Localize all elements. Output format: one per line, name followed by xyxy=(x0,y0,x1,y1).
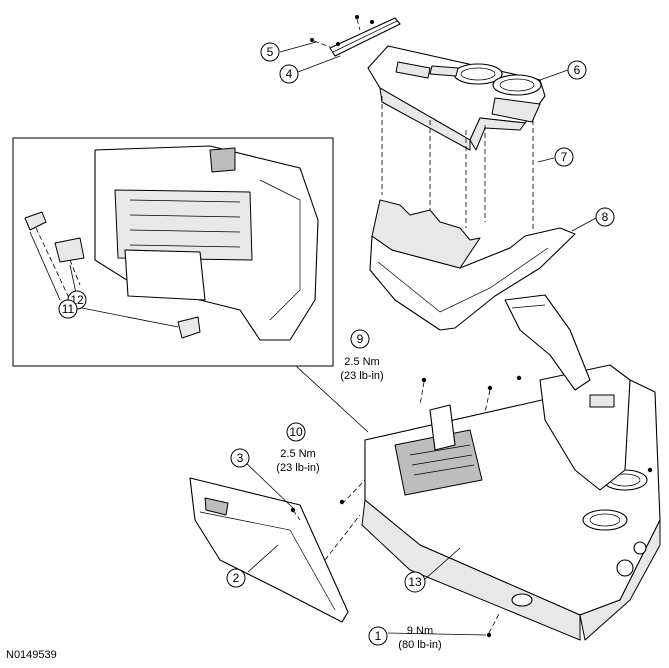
callout-label: 7 xyxy=(561,150,568,164)
torque-imperial-10: (23 lb-in) xyxy=(276,462,319,474)
torque-nm-10: 2.5 Nm xyxy=(280,448,315,460)
cup-holder-top xyxy=(367,45,546,151)
detail-inset xyxy=(12,137,334,367)
leader-lines xyxy=(29,41,597,636)
lower-console xyxy=(361,294,661,641)
callout-5: 5 xyxy=(260,42,280,62)
screws xyxy=(324,375,653,638)
callout-label: 6 xyxy=(574,63,581,77)
callout-8: 8 xyxy=(595,207,615,227)
callout-7: 7 xyxy=(554,147,574,167)
clip-part xyxy=(24,211,47,231)
callout-9: 9 2.5 Nm (23 lb-in) xyxy=(340,329,384,382)
callout-label: 10 xyxy=(289,425,303,439)
callout-label: 1 xyxy=(375,629,382,643)
callout-label: 4 xyxy=(286,67,293,81)
side-trim-panel xyxy=(189,477,349,623)
torque-nm-9: 2.5 Nm xyxy=(344,356,379,368)
callout-2: 2 xyxy=(226,568,246,588)
callout-label: 5 xyxy=(267,45,274,59)
figure-id: N0149539 xyxy=(6,649,57,661)
clip-part-lower xyxy=(177,316,201,339)
console-bracket xyxy=(369,199,576,331)
callout-6: 6 xyxy=(567,60,587,80)
torque-imperial-9: (23 lb-in) xyxy=(340,370,383,382)
torque-nm-1: 9 Nm xyxy=(407,625,433,637)
callout-1: 1 9 Nm (80 lb-in) xyxy=(368,625,442,651)
callout-11: 11 xyxy=(58,299,78,319)
connector-part xyxy=(54,237,85,263)
callout-4: 4 xyxy=(279,64,299,84)
assembly-lines-upper xyxy=(381,96,534,230)
callout-label: 13 xyxy=(408,575,422,589)
callout-label: 11 xyxy=(62,302,75,316)
callout-label: 8 xyxy=(602,210,609,224)
callout-label: 2 xyxy=(233,571,240,585)
callout-13: 13 xyxy=(404,571,426,593)
trim-strip xyxy=(310,15,401,57)
callout-label: 9 xyxy=(357,332,364,346)
torque-imperial-1: (80 lb-in) xyxy=(398,639,441,651)
callout-label: 3 xyxy=(237,451,244,465)
callout-10: 10 2.5 Nm (23 lb-in) xyxy=(276,422,320,474)
callout-3: 3 xyxy=(230,448,250,468)
